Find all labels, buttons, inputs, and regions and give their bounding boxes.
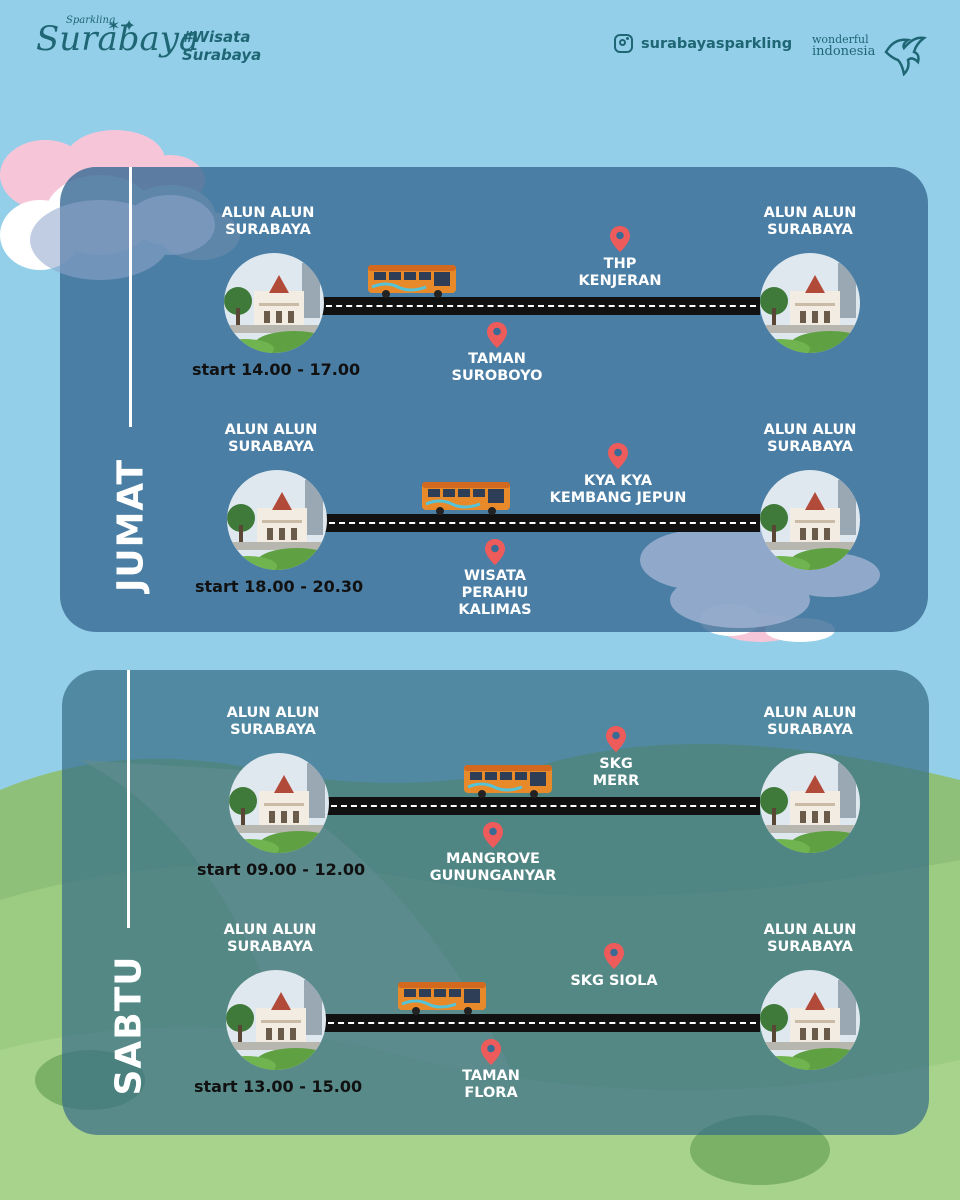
hashtag-line-1: #Wisata — [182, 28, 251, 46]
road — [325, 514, 760, 532]
jumat-divider-line — [129, 167, 132, 427]
road — [322, 297, 760, 315]
stop-above-label: SKG SIOLA — [570, 973, 658, 989]
garuda-bird-icon — [884, 36, 927, 76]
surabaya-logo[interactable]: Sparkling Surabaya — [36, 16, 200, 59]
alun-alun-photo-destination — [760, 753, 860, 853]
start-time: start 18.00 - 20.30 — [195, 577, 364, 596]
location-pin-icon — [487, 322, 507, 348]
road — [327, 797, 760, 815]
hashtag-line-2: Surabaya — [182, 46, 262, 64]
location-pin-icon — [610, 226, 630, 252]
alun-alun-photo-destination — [760, 470, 860, 570]
instagram-handle: surabayasparkling — [641, 35, 793, 52]
location-pin-icon — [485, 539, 505, 565]
alun-alun-photo-origin — [227, 470, 327, 570]
bus-icon — [422, 482, 510, 515]
wonderful-indonesia-logo[interactable]: wonderful indonesia — [812, 33, 876, 59]
start-time: start 14.00 - 17.00 — [192, 360, 361, 379]
alun-alun-photo-origin — [229, 753, 329, 853]
wonderful-text: wonderful — [812, 33, 869, 46]
sparkle-icon: ✶✦ — [107, 16, 138, 35]
indonesia-text: indonesia — [812, 44, 876, 59]
location-pin-icon — [608, 443, 628, 469]
bus-icon — [464, 765, 552, 798]
instagram-link[interactable]: surabayasparkling — [614, 34, 792, 53]
wisata-surabaya-hashtag: #Wisata Surabaya — [182, 28, 261, 64]
location-pin-icon — [483, 822, 503, 848]
location-pin-icon — [481, 1039, 501, 1065]
alun-alun-photo-destination — [760, 253, 860, 353]
alun-alun-photo-origin — [224, 253, 324, 353]
instagram-icon — [614, 34, 633, 53]
logo-small-text: Sparkling — [66, 15, 116, 26]
start-time: start 13.00 - 15.00 — [194, 1077, 363, 1096]
road — [324, 1014, 760, 1032]
alun-alun-photo-origin — [226, 970, 326, 1070]
header: Sparkling Surabaya ✶✦ #Wisata Surabaya s… — [0, 0, 960, 100]
location-pin-icon — [604, 943, 624, 969]
logo-script-text: Surabaya — [36, 19, 200, 59]
location-pin-icon — [606, 726, 626, 752]
start-time: start 09.00 - 12.00 — [197, 860, 366, 879]
alun-alun-photo-destination — [760, 970, 860, 1070]
sabtu-divider-line — [127, 670, 130, 928]
bus-icon — [368, 265, 456, 298]
bus-icon — [398, 982, 486, 1015]
